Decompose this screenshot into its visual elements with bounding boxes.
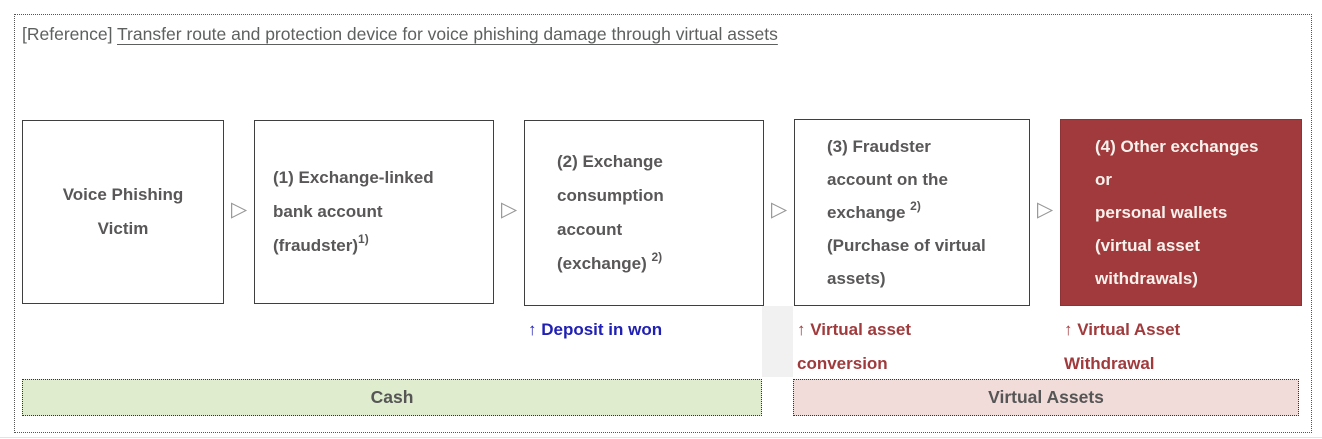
virtual-assets-zone-band: Virtual Assets — [793, 379, 1299, 416]
right-arrow-icon: ▷ — [771, 197, 788, 221]
right-arrow-icon: ▷ — [231, 197, 248, 221]
page-bottom-rule — [0, 437, 1322, 438]
right-arrow-icon: ▷ — [1037, 197, 1054, 221]
cash-zone-label: Cash — [370, 387, 414, 407]
zone-divider — [762, 306, 793, 377]
title-underlined-text: Transfer route and protection device for… — [117, 24, 778, 44]
deposit-in-won-label: ↑ Deposit in won — [528, 320, 663, 339]
title-prefix: [Reference] — [22, 24, 118, 44]
virtual-asset-withdrawal-label: ↑ Virtual Asset Withdrawal — [1064, 320, 1181, 373]
virtual-asset-conversion-label: ↑ Virtual asset conversion — [797, 320, 912, 373]
cash-zone-band: Cash — [22, 379, 762, 416]
diagram-title: [Reference] Transfer route and protectio… — [22, 24, 778, 45]
virtual-assets-zone-label: Virtual Assets — [988, 387, 1104, 407]
right-arrow-icon: ▷ — [501, 197, 518, 221]
